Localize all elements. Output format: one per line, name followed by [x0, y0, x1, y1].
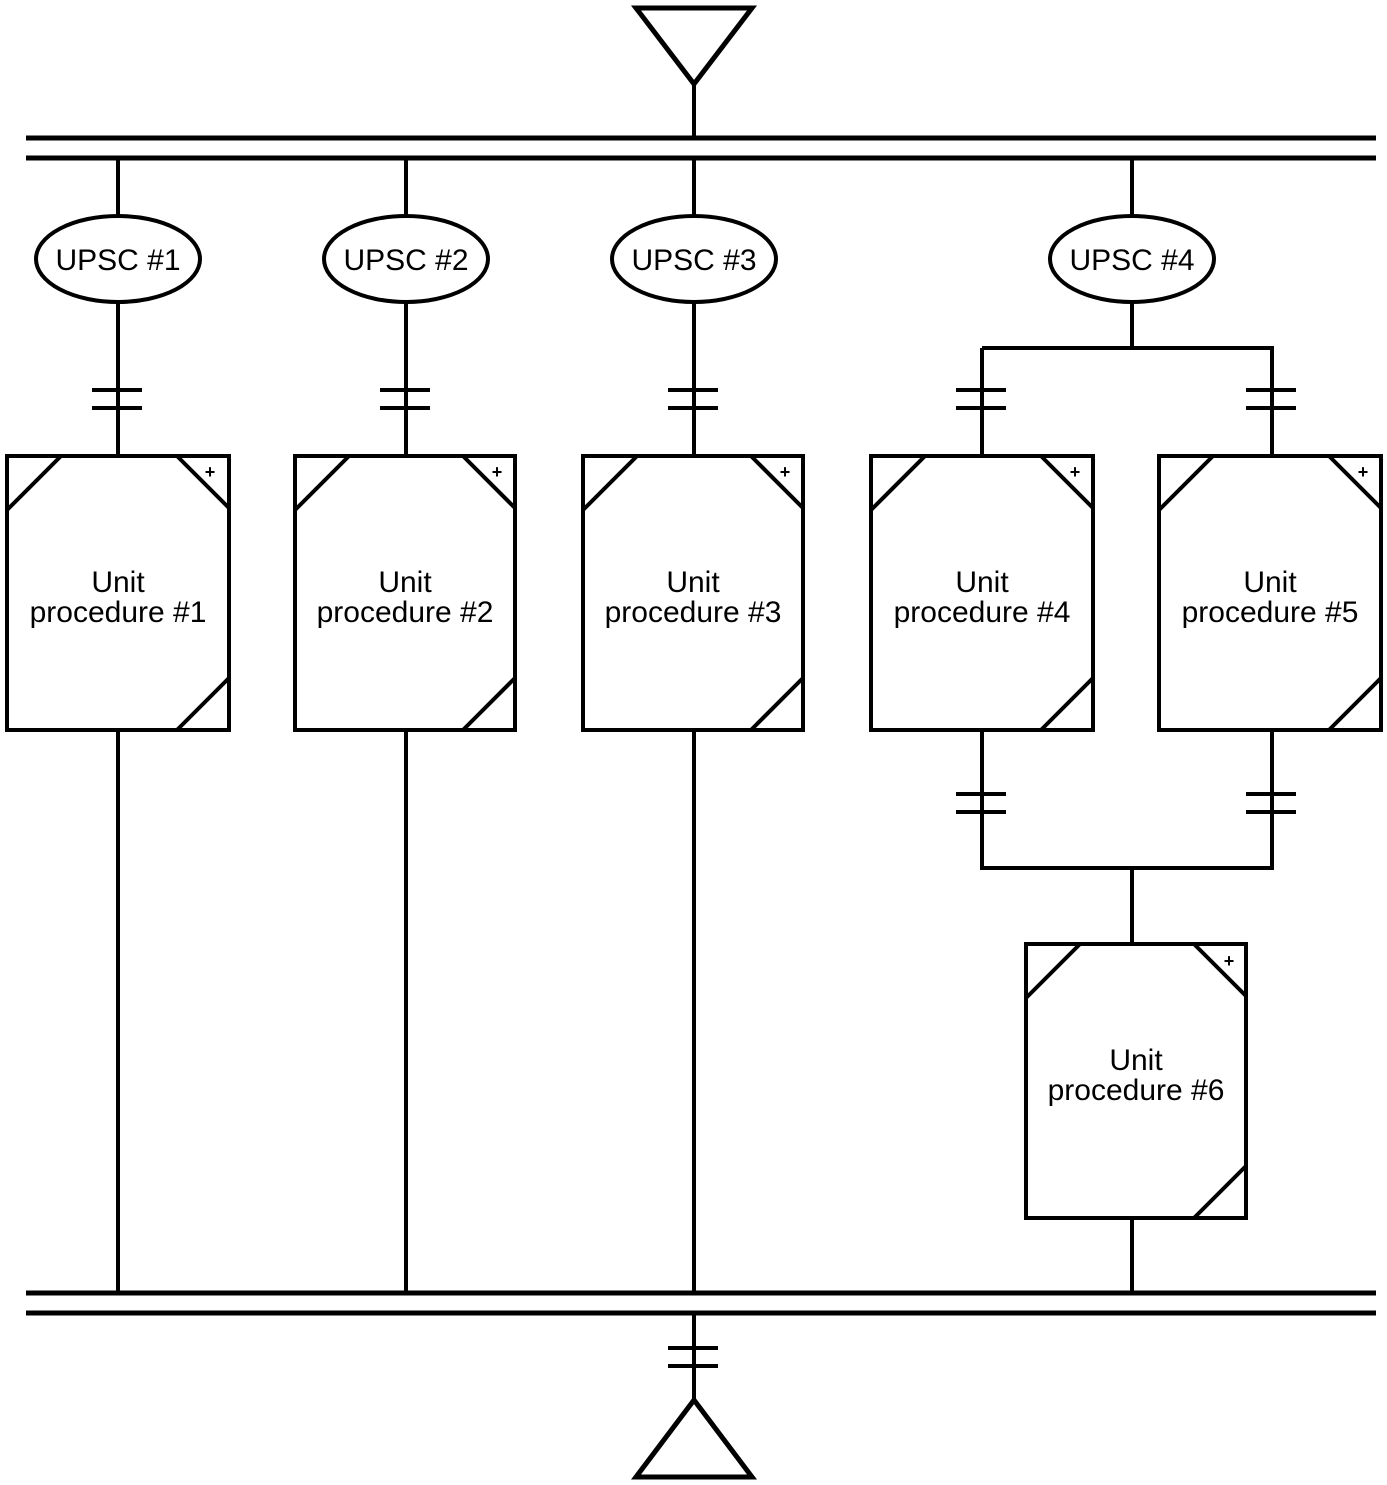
expand-marker: +: [780, 462, 791, 482]
unit-procedure-label-line1: Unit: [378, 566, 432, 599]
end-triangle: [630, 1395, 758, 1480]
corner-mark: [749, 454, 805, 510]
upsc-label: UPSC #3: [631, 244, 756, 277]
corner-mark: [461, 454, 517, 510]
corner-mark: [1039, 676, 1095, 732]
corner-mark: [5, 454, 63, 512]
expand-marker: +: [205, 462, 216, 482]
unit-procedure-box: [1157, 454, 1383, 732]
corner-mark: [293, 454, 351, 512]
corner-mark: [749, 676, 805, 732]
upsc-label: UPSC #1: [55, 244, 180, 277]
unit-procedure-label-line1: Unit: [1243, 566, 1297, 599]
unit-procedure-label-line1: Unit: [1109, 1044, 1163, 1077]
expand-marker: +: [492, 462, 503, 482]
unit-procedure-label-line2: procedure #1: [30, 596, 207, 629]
unit-procedure-box: [293, 454, 517, 732]
unit-procedure-label-line2: procedure #2: [317, 596, 494, 629]
corner-mark: [869, 454, 927, 512]
start-triangle: [630, 5, 758, 89]
corner-mark: [1327, 676, 1383, 732]
corner-mark: [175, 676, 231, 732]
corner-mark: [1157, 454, 1215, 512]
upsc-label: UPSC #2: [343, 244, 468, 277]
corner-mark: [1024, 942, 1082, 1000]
unit-procedure-label-line1: Unit: [955, 566, 1009, 599]
corner-mark: [1192, 942, 1248, 998]
unit-procedure-label-line1: Unit: [91, 566, 145, 599]
unit-procedure-box: [5, 454, 231, 732]
corner-mark: [461, 676, 517, 732]
corner-mark: [175, 454, 231, 510]
unit-procedure-label-line2: procedure #4: [894, 596, 1071, 629]
upsc-label: UPSC #4: [1069, 244, 1194, 277]
unit-procedure-label-line2: procedure #5: [1182, 596, 1359, 629]
expand-marker: +: [1070, 462, 1081, 482]
expand-marker: +: [1358, 462, 1369, 482]
expand-marker: +: [1224, 951, 1235, 971]
corner-mark: [581, 454, 639, 512]
unit-procedure-label-line1: Unit: [666, 566, 720, 599]
corner-mark: [1039, 454, 1095, 510]
unit-procedure-label-line2: procedure #6: [1048, 1074, 1225, 1107]
corner-mark: [1192, 1164, 1248, 1220]
unit-procedure-label-line2: procedure #3: [605, 596, 782, 629]
unit-procedure-box: [1024, 942, 1248, 1220]
corner-mark: [1327, 454, 1383, 510]
